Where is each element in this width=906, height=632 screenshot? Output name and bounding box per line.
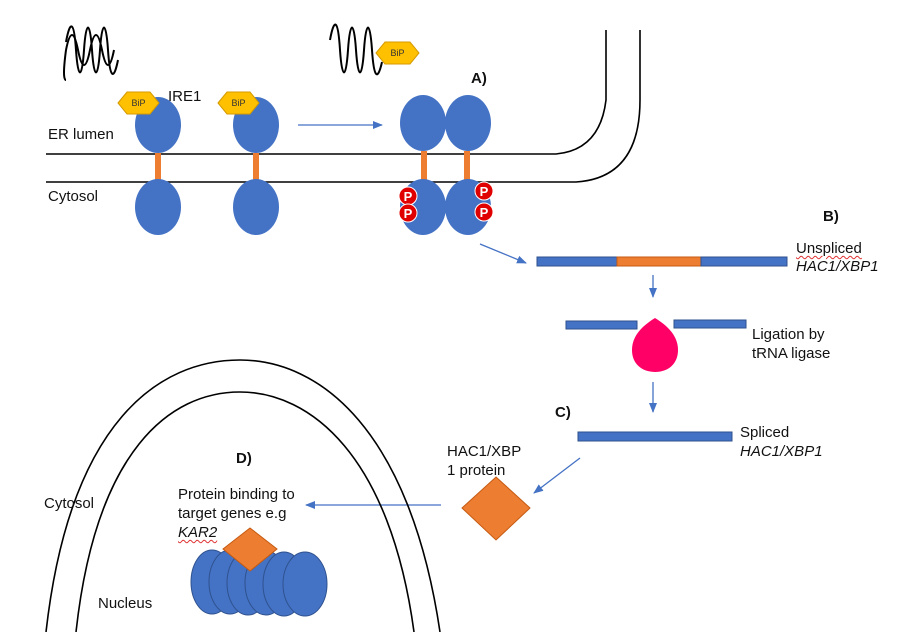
binding-label-line2: target genes e.g <box>178 505 287 522</box>
ire1-monomer-2: BiP <box>217 91 279 235</box>
dimer-right-lumenal <box>445 95 491 151</box>
phospho-group-2: P <box>398 203 418 223</box>
phospho-group-4: P <box>474 202 494 222</box>
unspliced-intron <box>616 256 702 267</box>
cut-exon-right <box>673 319 747 329</box>
bip-bound-1-label: BiP <box>131 98 145 108</box>
ire1-2-transmembrane <box>253 153 259 183</box>
ire1-monomer-1: BiP <box>117 91 181 235</box>
unspliced-exon-right <box>700 256 788 267</box>
nuclear-envelope <box>45 359 441 632</box>
binding-gene-word: KAR2 <box>178 524 218 541</box>
binding-label-line1: Protein binding to <box>178 486 295 503</box>
dimer-left-transmembrane <box>421 151 427 183</box>
svg-text:P: P <box>404 206 413 221</box>
unspliced-gene-label: HAC1/XBP1 <box>796 258 879 275</box>
protein-label-line1: HAC1/XBP <box>447 443 522 460</box>
ire1-1-transmembrane <box>155 153 161 183</box>
step-d-label: D) <box>236 450 252 467</box>
ire1-label: IRE1 <box>168 88 202 105</box>
unfolded-protein-wave-right <box>329 23 383 76</box>
nuclear-envelope-inner <box>75 391 415 632</box>
step-c-label: C) <box>555 404 571 421</box>
bip-bound-1 <box>117 91 160 115</box>
binding-gene-label: KAR2 <box>178 524 217 542</box>
unspliced-label: Unspliced <box>796 240 862 258</box>
svg-text:P: P <box>404 189 413 204</box>
nucleus-label: Nucleus <box>98 595 153 612</box>
er-lumen-label: ER lumen <box>48 126 114 143</box>
ligation-label-line1: Ligation by <box>752 326 825 343</box>
svg-text:P: P <box>480 205 489 220</box>
nucleosome-6 <box>282 551 328 617</box>
step-b-label: B) <box>823 208 839 225</box>
spliced-label: Spliced <box>740 424 790 441</box>
svg-text:P: P <box>480 184 489 199</box>
translation-arrow <box>533 457 581 494</box>
ire1-dimer: P P P P <box>398 95 494 235</box>
trna-ligase-drop <box>632 318 678 372</box>
hac1-protein <box>461 476 531 541</box>
unspliced-word: Unspliced <box>796 240 862 257</box>
splicing-arrow <box>479 243 527 264</box>
dimer-left-lumenal <box>400 95 446 151</box>
spliced-gene-label: HAC1/XBP1 <box>740 443 823 460</box>
phospho-group-1: P <box>398 186 418 206</box>
step-a-label: A) <box>471 70 487 87</box>
bip-free-label: BiP <box>390 48 404 58</box>
bound-hac1-protein <box>222 527 278 572</box>
bip-bound-2-label: BiP <box>231 98 245 108</box>
bip-bound-2 <box>217 91 260 115</box>
phospho-group-3: P <box>474 181 494 201</box>
chromatin <box>190 527 328 617</box>
ire1-1-cytosolic-domain <box>135 179 181 235</box>
er-membrane-upper-line <box>46 30 607 155</box>
dimer-right-transmembrane <box>464 151 470 183</box>
cytosol-label-top: Cytosol <box>48 188 99 205</box>
nuclear-envelope-outer <box>45 359 441 632</box>
er-membrane <box>46 30 641 183</box>
er-membrane-lower-line <box>46 30 641 183</box>
cytosol-label-nucleus: Cytosol <box>44 495 95 512</box>
unspliced-exon-left <box>536 256 618 267</box>
unspliced-mrna <box>536 256 788 267</box>
ire1-2-cytosolic-domain <box>233 179 279 235</box>
bip-free: BiP <box>375 41 420 65</box>
unfolded-protein-wave-left-body <box>65 25 119 75</box>
protein-label-line2: 1 protein <box>447 462 506 479</box>
cut-exon-left <box>565 320 638 330</box>
ligation-label-line2: tRNA ligase <box>752 345 831 362</box>
spliced-mrna <box>577 431 733 442</box>
